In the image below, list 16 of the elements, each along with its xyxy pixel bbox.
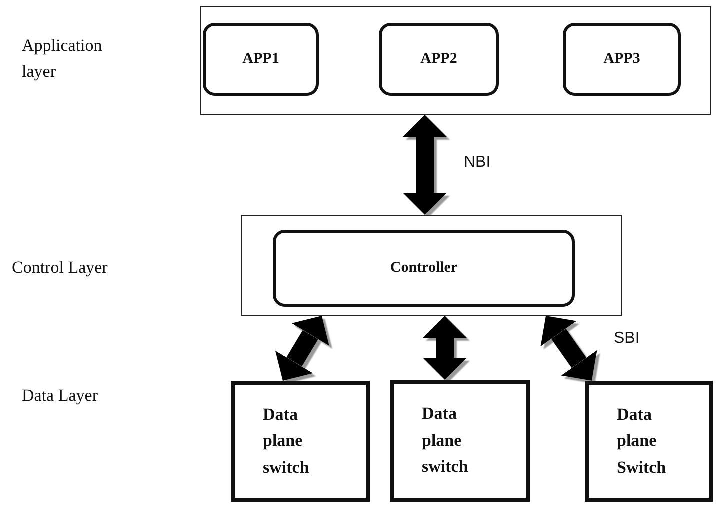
layer-panel [241, 215, 622, 316]
app-box: APP2 [379, 23, 499, 96]
double-arrow [423, 316, 467, 380]
controller-box: Controller [273, 230, 575, 307]
layer-label: Control Layer [12, 257, 109, 279]
app-box: APP3 [563, 23, 681, 96]
double-arrow [275, 316, 330, 381]
double-arrow [540, 316, 598, 381]
switch-box: Data plane switch [390, 380, 530, 502]
switch-box: Data plane Switch [585, 381, 713, 502]
layer-panel [200, 6, 711, 115]
layer-label: Data Layer [22, 385, 99, 407]
switch-box: Data plane switch [231, 381, 370, 502]
app-box: APP1 [203, 23, 319, 96]
layer-label: Application layer [22, 35, 104, 83]
double-arrow [403, 115, 447, 215]
